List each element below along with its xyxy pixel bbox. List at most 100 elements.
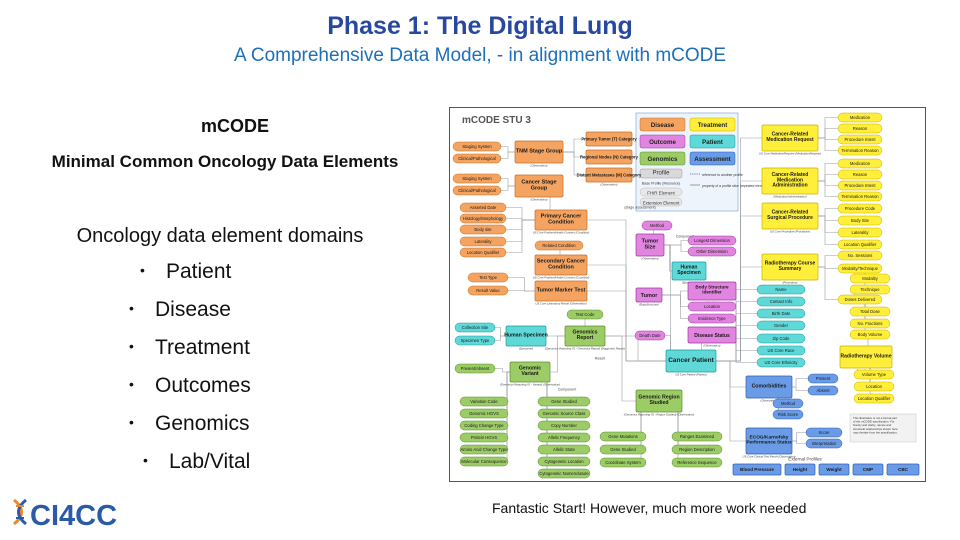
node-pill (849, 284, 891, 295)
node-label: Result (595, 356, 605, 360)
node-risk-score: Risk Score (772, 409, 804, 420)
node-pill (671, 444, 723, 455)
node-gene-studied: Gene Studied (537, 396, 591, 407)
node-label: Contact Info (770, 299, 793, 304)
note-line: structural relationships shown here (853, 427, 898, 431)
node-result-value: Result Value (467, 285, 509, 296)
node-label: Gene Studied (610, 447, 636, 452)
node-pill (849, 329, 891, 340)
node-total-dose: Total Dose (849, 306, 891, 317)
node-genomic-source-class: Genomic Source Class (537, 408, 591, 419)
node-box (784, 463, 816, 476)
node-label: Related Condition (542, 243, 576, 248)
legend-swatch-patient (689, 134, 736, 149)
node-subtype: (Genomics Reporting IG - Region Studied)… (624, 413, 694, 417)
node-pill (837, 169, 883, 180)
node-histology-morphology: Histology/Morphology (459, 213, 507, 224)
node-death-date: Death Date (634, 330, 666, 341)
node-termination-reason: Termination Reason (837, 191, 883, 202)
node-pill (837, 112, 883, 123)
node-box (534, 254, 588, 276)
node-label: Absent (816, 388, 830, 393)
node-pill (452, 141, 502, 152)
node-label: Location Qualifier (467, 250, 500, 255)
node-label: Disease Status (694, 333, 730, 339)
node-label: Termination Reason (841, 194, 879, 199)
disclaimer-note: This illustration is not a formal partof… (849, 413, 917, 443)
node-subtype: US Core Laboratory Result (Observation) (535, 302, 586, 306)
node-label: Human (681, 265, 698, 271)
node-contact-info: Contact Info (756, 296, 806, 307)
node-pill (807, 385, 839, 396)
node-label: Name (775, 287, 787, 292)
node-subtype: US Core Patient (Patient) (675, 373, 707, 377)
node-pill (849, 273, 891, 284)
legend-swatch-assessment (689, 151, 736, 166)
node-box (635, 287, 663, 303)
node-label: Modality (862, 276, 878, 281)
node-pill (671, 431, 723, 442)
node-allelic-frequency: Allelic Frequency (537, 432, 591, 443)
node-label: Technique (860, 287, 880, 292)
node-label: Method (781, 401, 796, 406)
node-external-profiles: External Profiles (788, 457, 822, 462)
node-amino-acid-change-type: Amino Acid Change Type (459, 444, 509, 455)
node-pill (459, 456, 509, 467)
node-box (886, 463, 920, 476)
legend-fhir_element-swatch (639, 187, 683, 197)
node-box (514, 174, 564, 198)
node-label: Ranges Examined (680, 434, 715, 439)
node-label: Coordinate System (605, 460, 641, 465)
node-pill (459, 224, 507, 235)
node-label: US Core Ethnicity (764, 360, 798, 365)
node-label: Specimen (677, 270, 701, 276)
node-label: Clinical/Pathological (458, 188, 496, 193)
node-box (761, 202, 819, 230)
node-pill (671, 457, 723, 468)
node-label: Cytogenetic Location (544, 459, 584, 464)
node-label: Risk Score (778, 412, 799, 417)
legend-swatch-disease (639, 117, 686, 132)
node-label: Genomic Source Class (543, 411, 586, 416)
node-location: Location (687, 301, 737, 312)
node-label: Secondary Cancer (537, 259, 586, 265)
dna-helix-icon (13, 498, 27, 526)
node-box (635, 233, 665, 257)
node-medication: Medication (837, 112, 883, 123)
node-box (514, 140, 564, 164)
node-label: Death Date (639, 333, 661, 338)
legend-swatch-genomics (639, 151, 686, 166)
node-pill (807, 373, 839, 384)
node-label: Coding Change Type (464, 423, 504, 428)
node-label: Allelic Frequency (548, 435, 581, 440)
node-label: TNM Stage Group (516, 148, 563, 154)
node-label: Laterality (852, 230, 870, 235)
node-cancer-related-medication-administration: Cancer-RelatedMedicationAdministration(M… (761, 167, 819, 199)
node-label: Body Volume (858, 332, 883, 337)
legend-prop-note: property of a profile slice (repeated el… (702, 184, 796, 188)
node-label: Doses Delivered (845, 297, 876, 302)
node-label: Region Description (679, 447, 715, 452)
node-box (665, 349, 717, 373)
node-clinical-pathological: Clinical/Pathological (452, 185, 502, 196)
node-label: Blood Pressure (740, 467, 774, 472)
node-label: Human Specimen (504, 332, 548, 338)
node-box (818, 463, 850, 476)
node-label: Medication Request (766, 137, 814, 143)
node-label: Comorbidities (752, 383, 787, 389)
node-label: Procedure Code (845, 206, 876, 211)
node-interpretation: Interpretation (805, 438, 843, 449)
node-modality-technique: Modality/Technique (837, 263, 883, 274)
node-no-sessions: No. Sessions (837, 250, 883, 261)
node-procedure-intent: Procedure Intent (837, 134, 883, 145)
node-label: Summary (779, 266, 802, 272)
node-pill (837, 239, 883, 250)
node-pill (459, 444, 509, 455)
node-label: Modality/Technique (842, 266, 879, 271)
